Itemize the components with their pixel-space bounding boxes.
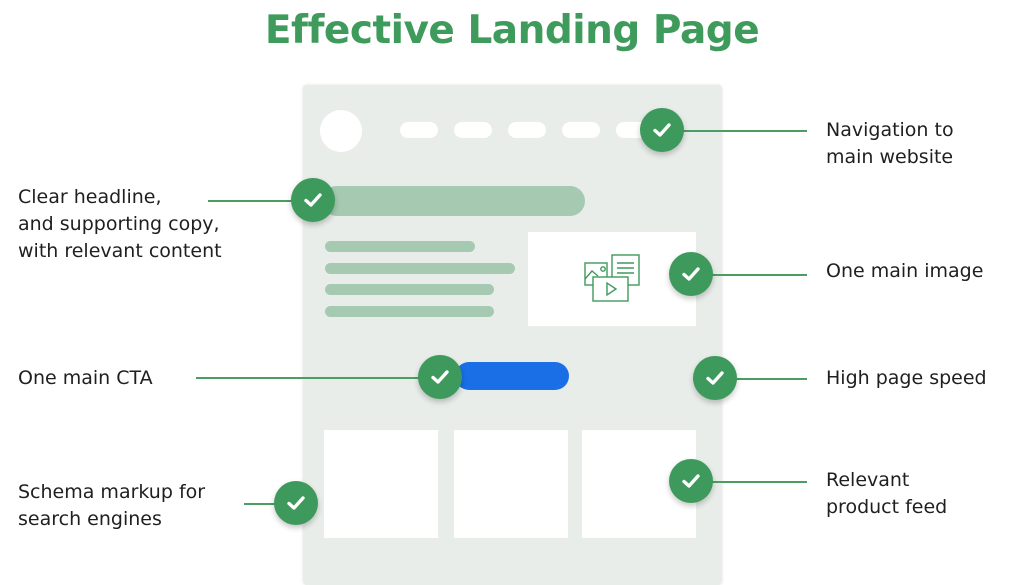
check-icon bbox=[640, 108, 684, 152]
media-collage-icon bbox=[584, 254, 640, 302]
check-icon bbox=[693, 356, 737, 400]
copy-line-placeholder bbox=[325, 284, 494, 295]
copy-line-placeholder bbox=[325, 263, 515, 274]
copy-line-placeholder bbox=[325, 306, 494, 317]
check-icon bbox=[291, 178, 335, 222]
nav-link-placeholder bbox=[508, 122, 546, 138]
connector-navigation bbox=[683, 130, 807, 132]
label-feed: Relevant product feed bbox=[826, 469, 948, 518]
label-headline: Clear headline, and supporting copy, wit… bbox=[18, 186, 222, 262]
logo-placeholder bbox=[320, 110, 362, 152]
label-speed: High page speed bbox=[826, 367, 987, 389]
connector-schema bbox=[244, 503, 276, 505]
headline-placeholder bbox=[322, 186, 585, 216]
label-navigation: Navigation to main website bbox=[826, 119, 954, 168]
cta-button-placeholder bbox=[455, 362, 569, 390]
connector-headline bbox=[208, 200, 303, 202]
product-tile-placeholder bbox=[454, 430, 568, 538]
label-cta: One main CTA bbox=[18, 367, 153, 389]
main-image-placeholder bbox=[528, 232, 696, 326]
check-icon bbox=[418, 355, 462, 399]
label-schema: Schema markup for search engines bbox=[18, 481, 206, 530]
product-tile-placeholder bbox=[324, 430, 438, 538]
diagram-title: Effective Landing Page bbox=[264, 8, 760, 53]
nav-link-placeholder bbox=[562, 122, 600, 138]
connector-image bbox=[712, 274, 807, 276]
nav-link-placeholder bbox=[400, 122, 438, 138]
label-image: One main image bbox=[826, 260, 984, 282]
connector-feed bbox=[712, 481, 807, 483]
copy-line-placeholder bbox=[325, 241, 475, 252]
check-icon bbox=[274, 481, 318, 525]
connector-speed bbox=[736, 378, 807, 380]
nav-link-placeholder bbox=[454, 122, 492, 138]
check-icon bbox=[669, 252, 713, 296]
check-icon bbox=[669, 459, 713, 503]
connector-cta bbox=[196, 377, 420, 379]
